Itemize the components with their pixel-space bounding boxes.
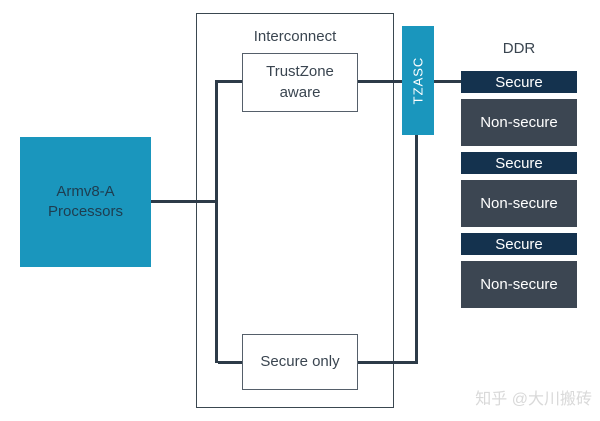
- connector-processor-to-trunk: [150, 200, 217, 203]
- trustzone-aware-block: TrustZone aware: [242, 53, 358, 112]
- interconnect-label: Interconnect: [253, 28, 337, 45]
- ddr-region-nonsecure: Non-secure: [461, 261, 577, 308]
- connector-secureonly-to-tzasc: [415, 134, 418, 364]
- ddr-region-nonsecure: Non-secure: [461, 99, 577, 146]
- secure-only-block: Secure only: [242, 334, 358, 390]
- ddr-region-secure: Secure: [461, 233, 577, 255]
- connector-trunk-vertical: [215, 80, 218, 363]
- armv8a-processors-block: Armv8-A Processors: [20, 137, 151, 267]
- ddr-region-secure: Secure: [461, 71, 577, 93]
- watermark-text: 知乎 @大川搬砖: [475, 391, 592, 408]
- ddr-title: DDR: [502, 40, 536, 57]
- connector-secureonly-out: [358, 361, 418, 364]
- connector-trunk-to-secureonly: [218, 361, 242, 364]
- ddr-memory-stack: Secure Non-secure Secure Non-secure Secu…: [461, 71, 577, 308]
- ddr-region-nonsecure: Non-secure: [461, 180, 577, 227]
- ddr-region-secure: Secure: [461, 152, 577, 174]
- connector-trunk-to-trustzone: [218, 80, 242, 83]
- tzasc-label: TZASC: [410, 56, 426, 105]
- tzasc-block: TZASC: [402, 26, 434, 135]
